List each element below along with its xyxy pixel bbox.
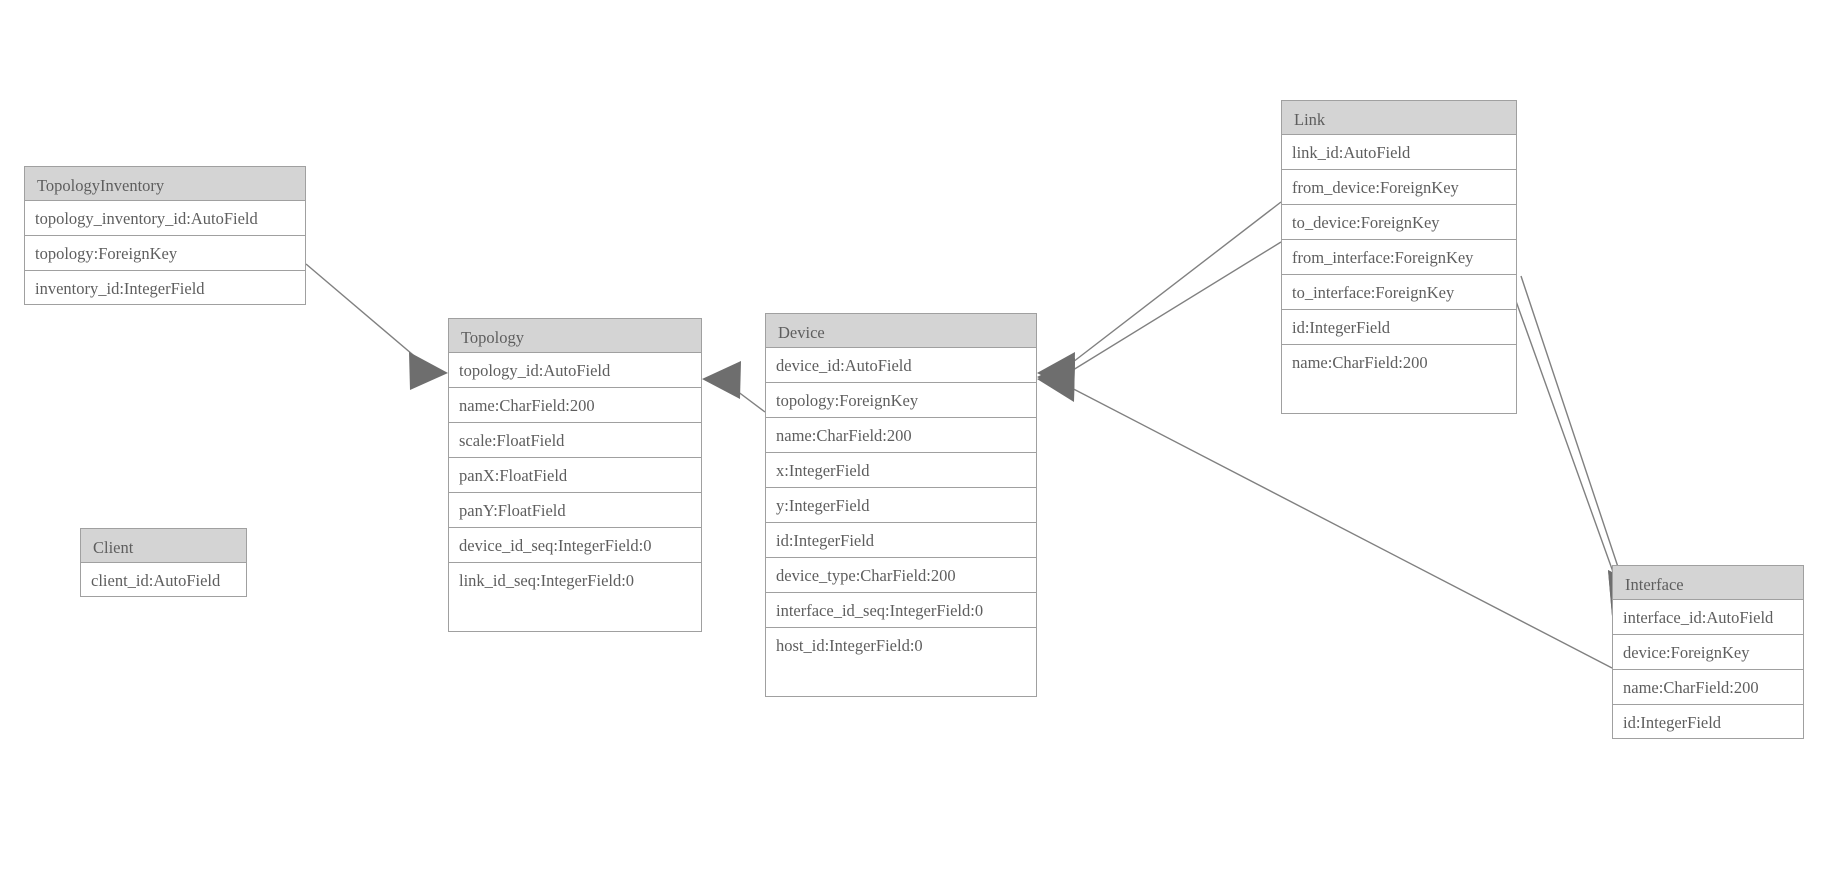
relationship-line: [724, 381, 766, 413]
entity-field: interface_id_seq:IntegerField:0: [766, 593, 1036, 628]
entity-field: interface_id:AutoField: [1613, 600, 1803, 635]
relationship-arrowhead-icon: [1037, 352, 1075, 392]
entity-field: name:CharField:200: [766, 418, 1036, 453]
relationship-line: [1059, 241, 1282, 379]
entity-field: inventory_id:IntegerField: [35, 279, 205, 298]
relationship-arrowhead-icon: [1037, 358, 1075, 398]
relationship-line: [1520, 275, 1628, 595]
entity-field: topology_inventory_id:AutoField: [25, 201, 305, 236]
entity-title-topology: Topology: [449, 319, 701, 353]
entity-field: device:ForeignKey: [1613, 635, 1803, 670]
entity-field: topology:ForeignKey: [25, 236, 305, 271]
entity-field: panX:FloatField: [449, 458, 701, 493]
entity-field: name:CharField:200: [449, 388, 701, 423]
entity-field: id:IntegerField: [766, 523, 1036, 558]
entity-field: y:IntegerField: [766, 488, 1036, 523]
entity-field: topology:ForeignKey: [766, 383, 1036, 418]
entity-fields-client: client_id:AutoField: [81, 563, 246, 598]
entity-title-topology_inventory: TopologyInventory: [25, 167, 305, 201]
entity-title-client: Client: [81, 529, 246, 563]
entity-field: to_interface:ForeignKey: [1282, 275, 1516, 310]
entity-field: device_type:CharField:200: [766, 558, 1036, 593]
relationship-arrowhead-icon: [409, 352, 448, 390]
relationship-line: [1059, 201, 1282, 373]
entity-field: x:IntegerField: [766, 453, 1036, 488]
relationship-line: [1059, 381, 1613, 669]
entity-field: panY:FloatField: [449, 493, 701, 528]
entity-field: id:IntegerField: [1623, 713, 1722, 732]
entity-field: from_device:ForeignKey: [1282, 170, 1516, 205]
entity-field: name:CharField:200: [1292, 353, 1428, 372]
relationship-arrowhead-icon: [702, 361, 741, 399]
entity-field: link_id:AutoField: [1282, 135, 1516, 170]
entity-title-device: Device: [766, 314, 1036, 348]
relationship-line: [305, 263, 433, 372]
rel-topologyinventory-topology: [305, 263, 448, 390]
entity-client[interactable]: Client client_id:AutoField: [80, 528, 247, 597]
entity-field: device_id_seq:IntegerField:0: [449, 528, 701, 563]
entity-field: scale:FloatField: [449, 423, 701, 458]
relationship-arrowhead-icon: [1037, 362, 1075, 402]
entity-field: from_interface:ForeignKey: [1282, 240, 1516, 275]
entity-title-interface: Interface: [1613, 566, 1803, 600]
entity-title-link: Link: [1282, 101, 1516, 135]
entity-field: to_device:ForeignKey: [1282, 205, 1516, 240]
entity-field: id:IntegerField: [1282, 310, 1516, 345]
entity-field: device_id:AutoField: [766, 348, 1036, 383]
rel-device-topology: [702, 361, 766, 413]
entity-field: client_id:AutoField: [91, 571, 221, 590]
entity-field: topology_id:AutoField: [449, 353, 701, 388]
rel-link-device-from: [1037, 201, 1282, 392]
relationship-line: [1511, 289, 1623, 598]
entity-field: link_id_seq:IntegerField:0: [459, 571, 635, 590]
entity-field: name:CharField:200: [1613, 670, 1803, 705]
rel-link-device-to: [1037, 241, 1282, 398]
entity-field: host_id:IntegerField:0: [776, 636, 923, 655]
